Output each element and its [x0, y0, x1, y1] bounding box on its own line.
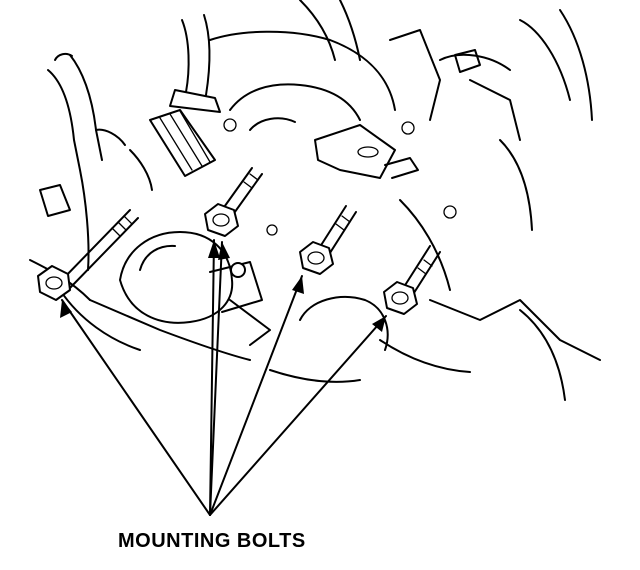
- mounting-bolt-2: [204, 167, 263, 237]
- mounting-bolts-label: MOUNTING BOLTS: [118, 530, 306, 552]
- mounting-bolt-3: [299, 205, 357, 275]
- leader-lines: [61, 239, 387, 516]
- engine-outline: [29, 0, 601, 401]
- mounting-bolt-1: [37, 209, 139, 301]
- arrowheads: [60, 240, 386, 332]
- mounting-bolt-4: [383, 245, 441, 315]
